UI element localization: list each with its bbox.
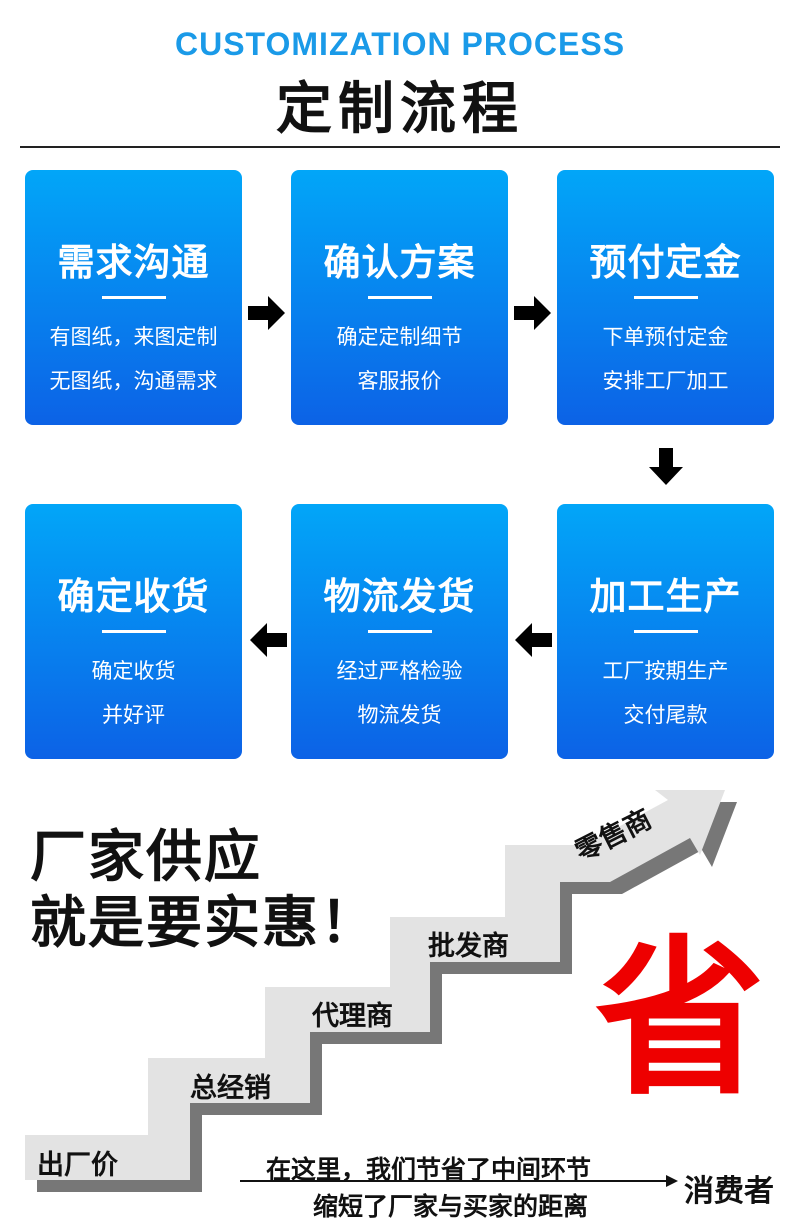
chinese-title: 定制流程: [276, 76, 524, 142]
message-line-1: 在这里，我们节省了中间环节: [266, 1155, 592, 1184]
staircase-step: [25, 790, 725, 1180]
underline: [633, 630, 698, 633]
step-title: 需求沟通: [57, 241, 210, 284]
stair-label-general-distributor: 总经销: [190, 1073, 271, 1104]
step-card-6: 确定收货 确定收货并好评: [25, 504, 242, 759]
step-card-4: 加工生产 工厂按期生产交付尾款: [557, 504, 774, 759]
save-character: 省: [595, 921, 766, 1119]
step-card-2: 确认方案 确定定制细节客服报价: [291, 170, 508, 425]
arrow-left-icon: [250, 623, 287, 657]
step-line: 无图纸，沟通需求: [49, 369, 218, 393]
stair-label-factory-price: 出厂价: [37, 1150, 118, 1181]
step-line: 确定收货: [91, 659, 176, 683]
step-card-5: 物流发货 经过严格检验物流发货: [291, 504, 508, 759]
english-title: CUSTOMIZATION PROCESS: [174, 26, 626, 62]
headline-2: 就是要实惠！: [30, 891, 378, 956]
consumer-label: 消费者: [684, 1174, 774, 1209]
arrow-head-icon: [666, 1175, 678, 1187]
staircase-graphic: [25, 790, 737, 1192]
step-title: 确认方案: [323, 241, 476, 284]
underline: [367, 296, 432, 299]
step-line: 有图纸，来图定制: [49, 325, 218, 349]
step-title: 确定收货: [57, 575, 210, 618]
step-line: 确定定制细节: [336, 325, 463, 349]
step-line: 经过严格检验: [336, 659, 463, 683]
underline: [367, 630, 432, 633]
step-title: 物流发货: [323, 575, 476, 618]
arrow-down-icon: [649, 448, 683, 485]
stair-label-agent: 代理商: [312, 1001, 393, 1032]
underline: [101, 296, 166, 299]
step-line: 下单预付定金: [602, 325, 729, 349]
message-line-2: 缩短了厂家与买家的距离: [313, 1192, 589, 1221]
underline: [101, 630, 166, 633]
step-card-1: 需求沟通 有图纸，来图定制无图纸，沟通需求: [25, 170, 242, 425]
flow-arrows: [248, 296, 683, 657]
step-line: 物流发货: [357, 703, 442, 727]
step-line: 交付尾款: [623, 703, 708, 727]
step-title: 加工生产: [589, 575, 742, 618]
underline: [633, 296, 698, 299]
step-line: 安排工厂加工: [602, 369, 729, 393]
stair-label-wholesaler: 批发商: [428, 931, 509, 962]
step-line: 客服报价: [357, 369, 442, 393]
headline-1: 厂家供应: [30, 825, 262, 890]
step-line: 工厂按期生产: [602, 659, 729, 683]
step-line: 并好评: [102, 703, 165, 727]
arrow-left-icon: [515, 623, 552, 657]
divider: [20, 146, 780, 148]
step-title: 预付定金: [589, 241, 742, 284]
arrow-right-icon: [248, 296, 285, 330]
step-card-3: 预付定金 下单预付定金安排工厂加工: [557, 170, 774, 425]
arrow-right-icon: [514, 296, 551, 330]
